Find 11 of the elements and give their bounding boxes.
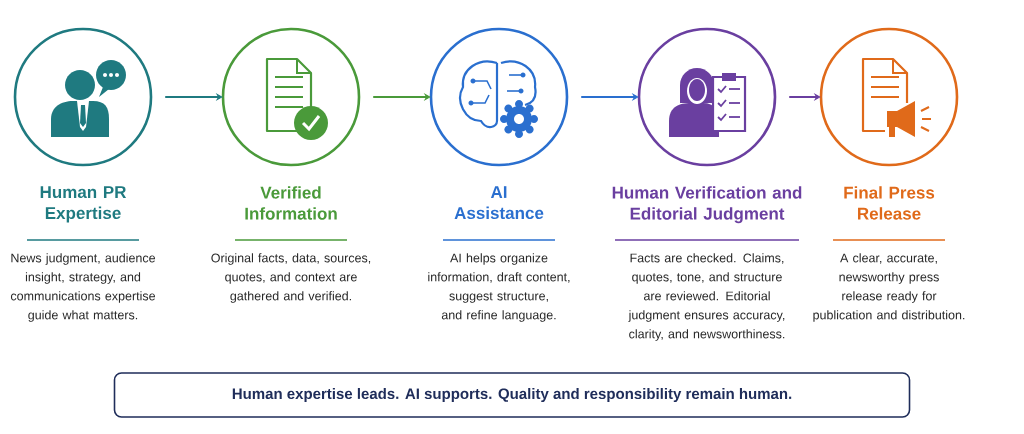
- step-description: AI helps organize information, draft content, suggest structure, and refine language.: [428, 253, 570, 322]
- step-description: Original facts, data, sources, quotes, and context are gathered and verified.: [211, 253, 371, 303]
- step-title: Human PR Expertise: [40, 186, 127, 223]
- step-description: News judgment, audience insight, strategy, and communications expertise guide what matters.: [10, 253, 156, 322]
- step-title: Final Press Release: [844, 186, 935, 220]
- step-title: AI Assistance: [454, 186, 544, 220]
- step-title: Verified Information: [245, 186, 337, 220]
- step-description: A clear, accurate, newsworthy press release ready for publication and distribution.: [813, 253, 965, 322]
- step-title: Human Verification and Editorial Judgment: [612, 186, 802, 224]
- step-description: Facts are checked. Claims, quotes, tone, and structure are reviewed. Editorial judgment ensures accuracy, clarity, and newsworthiness.: [628, 253, 785, 341]
- summary-box: Human expertise leads. AI supports. Quality and responsibility remain human.: [113, 372, 911, 418]
